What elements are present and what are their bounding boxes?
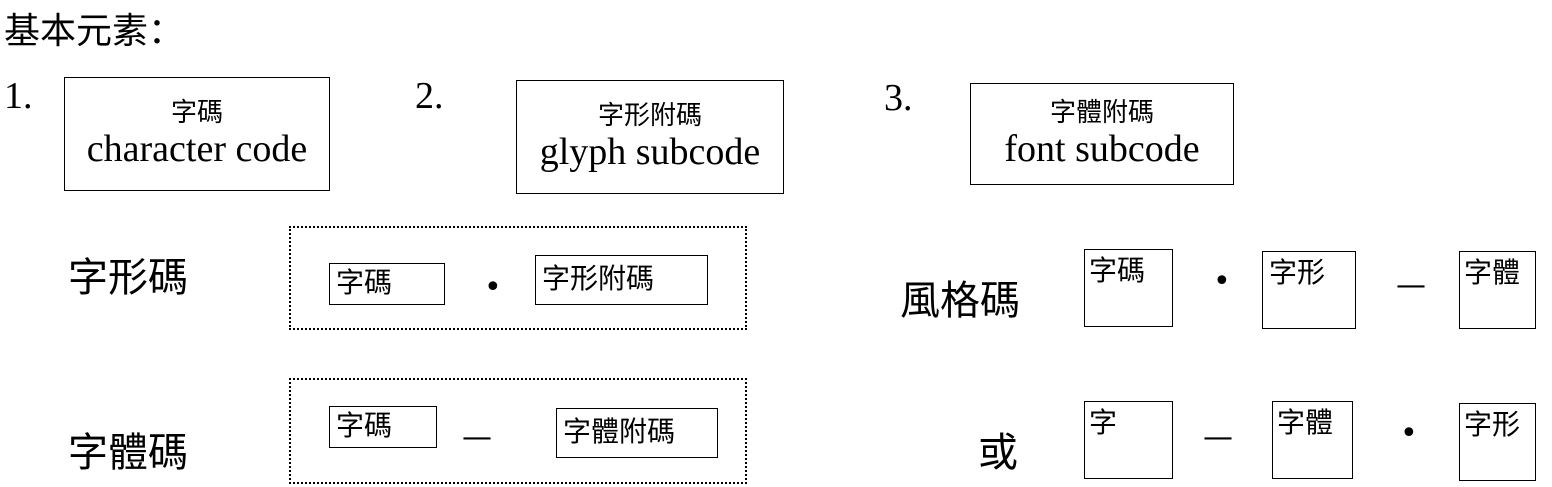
- element-1-box: 字碼 character code: [64, 77, 330, 191]
- style-code-alt-part2: 字體: [1272, 401, 1353, 479]
- font-code-part1-text: 字碼: [336, 409, 393, 442]
- style-code-alt-part3: 字形: [1459, 403, 1536, 481]
- glyph-code-part1-text: 字碼: [336, 266, 393, 299]
- style-code-part2: 字形: [1262, 251, 1356, 329]
- element-3-box: 字體附碼 font subcode: [970, 83, 1234, 185]
- element-2-number: 2.: [415, 75, 444, 117]
- font-code-dash-operator: —: [462, 420, 492, 455]
- glyph-code-label: 字形碼: [68, 255, 188, 301]
- element-1-number: 1.: [4, 75, 33, 117]
- style-code-alt-part1-text: 字: [1089, 406, 1118, 439]
- page-title: 基本元素：: [4, 11, 185, 52]
- style-code-alt-part1: 字: [1084, 401, 1173, 479]
- element-3-number: 3.: [884, 77, 913, 119]
- glyph-code-part1: 字碼: [329, 263, 445, 305]
- font-code-part2: 字體附碼: [556, 408, 718, 458]
- element-2-en: glyph subcode: [539, 131, 761, 173]
- font-code-part2-text: 字體附碼: [563, 415, 676, 448]
- element-2-box: 字形附碼 glyph subcode: [516, 80, 784, 194]
- font-code-part1: 字碼: [329, 406, 437, 448]
- glyph-code-dot-operator: •: [484, 270, 502, 305]
- style-code-part1: 字碼: [1084, 249, 1173, 327]
- glyph-code-part2: 字形附碼: [535, 255, 708, 305]
- element-1-zh: 字碼: [170, 98, 223, 128]
- font-code-group: [289, 378, 747, 484]
- style-code-alt-part3-text: 字形: [1464, 408, 1521, 441]
- style-code-dot-operator: •: [1213, 264, 1231, 299]
- style-code-part1-text: 字碼: [1089, 254, 1146, 287]
- style-code-alt-dash-operator: —: [1203, 420, 1233, 455]
- style-code-alt-part2-text: 字體: [1277, 406, 1334, 439]
- style-code-label: 風格碼: [900, 278, 1020, 324]
- style-code-part3: 字體: [1459, 251, 1536, 329]
- element-3-en: font subcode: [1004, 128, 1200, 170]
- element-2-zh: 字形附碼: [597, 101, 702, 131]
- element-1-en: character code: [86, 128, 308, 170]
- font-code-label: 字體碼: [68, 430, 188, 476]
- style-code-part2-text: 字形: [1269, 256, 1326, 289]
- style-code-alt-label: 或: [978, 430, 1018, 476]
- style-code-alt-dot-operator: •: [1400, 416, 1418, 451]
- element-3-zh: 字體附碼: [1049, 98, 1154, 128]
- style-code-dash-operator: —: [1396, 268, 1426, 303]
- glyph-code-group: [289, 226, 747, 330]
- glyph-code-part2-text: 字形附碼: [542, 262, 655, 295]
- style-code-part3-text: 字體: [1464, 256, 1521, 289]
